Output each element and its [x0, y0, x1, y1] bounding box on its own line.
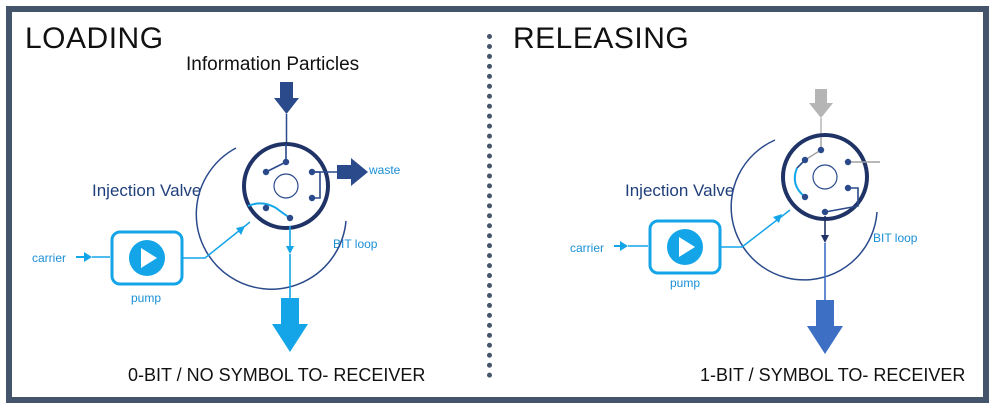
releasing-output-arrow	[807, 300, 843, 354]
releasing-pump	[648, 219, 722, 275]
waste-label: waste	[369, 163, 401, 177]
loading-pump-label: pump	[131, 291, 162, 305]
releasing-valve-housing	[730, 139, 878, 281]
loading-pump	[110, 230, 184, 286]
loading-valve-housing	[195, 147, 347, 290]
releasing-pump-outlet-line	[720, 209, 791, 248]
diagram-frame	[6, 6, 989, 403]
information-particles-label: Information Particles	[186, 54, 360, 75]
panel-divider	[487, 34, 492, 378]
loading-small-down-arrow	[286, 226, 294, 254]
releasing-caption: 1-BIT / SYMBOL TO- RECEIVER	[700, 365, 966, 385]
releasing-carrier-label: carrier	[570, 241, 605, 255]
releasing-carrier-channel	[793, 167, 806, 198]
releasing-carrier-arrow	[614, 241, 648, 251]
releasing-pump-label: pump	[670, 276, 701, 290]
loading-input-arrow	[274, 82, 299, 143]
releasing-pump-outlet-arrowhead	[773, 214, 782, 223]
releasing-bit-loop-label: BIT loop	[873, 231, 918, 245]
loading-output-arrow	[272, 298, 308, 352]
loading-carrier-arrow	[76, 252, 110, 262]
releasing-input-arrow	[809, 89, 833, 137]
loading-caption: 0-BIT / NO SYMBOL TO- RECEIVER	[128, 365, 426, 385]
releasing-title: RELEASING	[513, 22, 690, 55]
loading-pump-outlet-line	[182, 221, 251, 259]
loading-valve-center	[273, 173, 299, 199]
loading-pump-outlet-arrowhead	[236, 226, 245, 235]
loading-carrier-channel	[247, 202, 291, 219]
releasing-small-down-arrow	[821, 216, 829, 243]
releasing-port-dots	[801, 146, 852, 216]
loading-port-dots	[262, 158, 316, 222]
loading-title: LOADING	[25, 22, 164, 55]
loading-waste-arrow	[312, 158, 368, 186]
releasing-valve-center	[812, 164, 838, 190]
loading-bit-loop-label: BIT loop	[333, 237, 378, 251]
loading-injection-valve-label: Injection Valve	[92, 181, 202, 200]
releasing-injection-valve-label: Injection Valve	[625, 181, 735, 200]
loading-carrier-label: carrier	[32, 251, 67, 265]
